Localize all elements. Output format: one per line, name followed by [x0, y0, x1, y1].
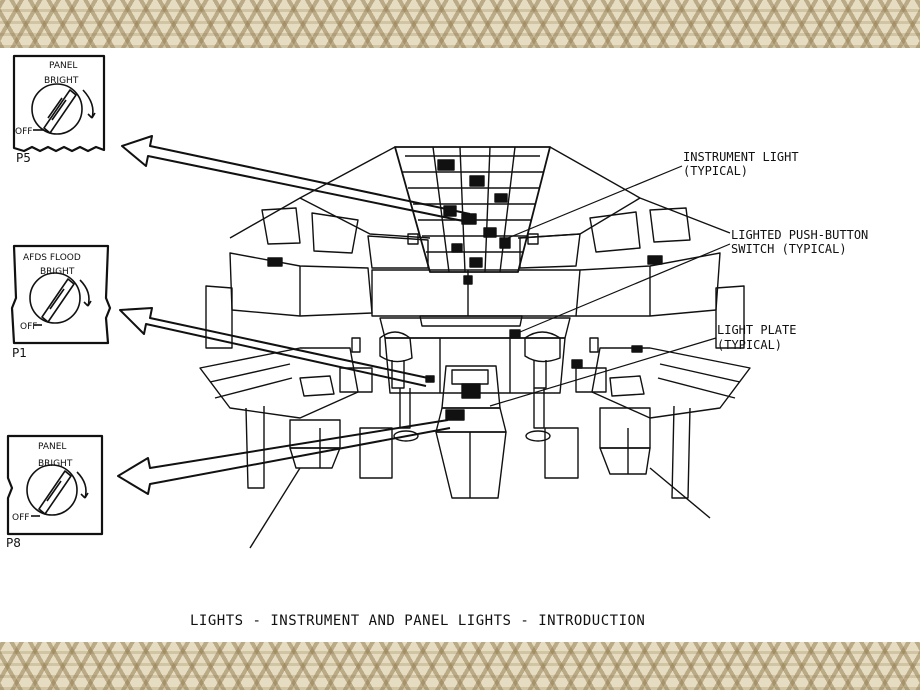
callout-push-button-sub: SWITCH (TYPICAL) — [731, 242, 847, 256]
arrow-to-p5 — [121, 135, 471, 223]
knob-pointer[interactable] — [41, 278, 75, 323]
decorative-border-top — [0, 0, 920, 48]
arrow-to-p1 — [119, 307, 429, 387]
knob-label: BRIGHT — [38, 459, 73, 469]
panel-p8 — [6, 434, 104, 536]
arrow-to-p8 — [117, 419, 451, 495]
diagram-page: PANEL BRIGHT OFF P5 AFDS FLOOD BRIGHT OF… — [0, 48, 920, 642]
off-label: OFF — [12, 513, 29, 523]
panel-title: AFDS FLOOD — [23, 253, 81, 263]
knob-dial[interactable] — [29, 272, 81, 324]
panel-tag: P1 — [12, 346, 27, 360]
panel-tag: P8 — [6, 536, 21, 550]
cockpit-diagram: PANEL BRIGHT OFF P5 AFDS FLOOD BRIGHT OF… — [6, 54, 868, 629]
knob-label: BRIGHT — [44, 76, 79, 86]
panel-p1 — [10, 244, 112, 345]
knob-pointer[interactable] — [43, 89, 77, 134]
callout-light-plate: LIGHT PLATE — [717, 323, 796, 337]
knob-dial[interactable] — [26, 464, 78, 516]
panel-tag: P5 — [16, 151, 31, 165]
callout-light-plate-sub: (TYPICAL) — [717, 338, 782, 352]
figure-caption: LIGHTS - INSTRUMENT AND PANEL LIGHTS - I… — [190, 613, 645, 629]
callout-instrument-light: INSTRUMENT LIGHT — [683, 150, 799, 164]
decorative-border-bottom — [0, 642, 920, 690]
knob-pointer[interactable] — [38, 470, 72, 515]
off-label: OFF — [20, 322, 37, 332]
off-label: OFF — [15, 127, 32, 137]
panel-title: PANEL — [38, 442, 66, 452]
knob-label: BRIGHT — [40, 267, 75, 277]
callout-instrument-light-sub: (TYPICAL) — [683, 164, 748, 178]
callout-leaders — [489, 165, 731, 407]
cockpit-illustration — [199, 146, 751, 549]
knob-dial[interactable] — [31, 83, 83, 135]
panel-p5 — [12, 54, 106, 153]
callout-push-button: LIGHTED PUSH-BUTTON — [731, 228, 868, 242]
panel-title: PANEL — [49, 61, 77, 71]
